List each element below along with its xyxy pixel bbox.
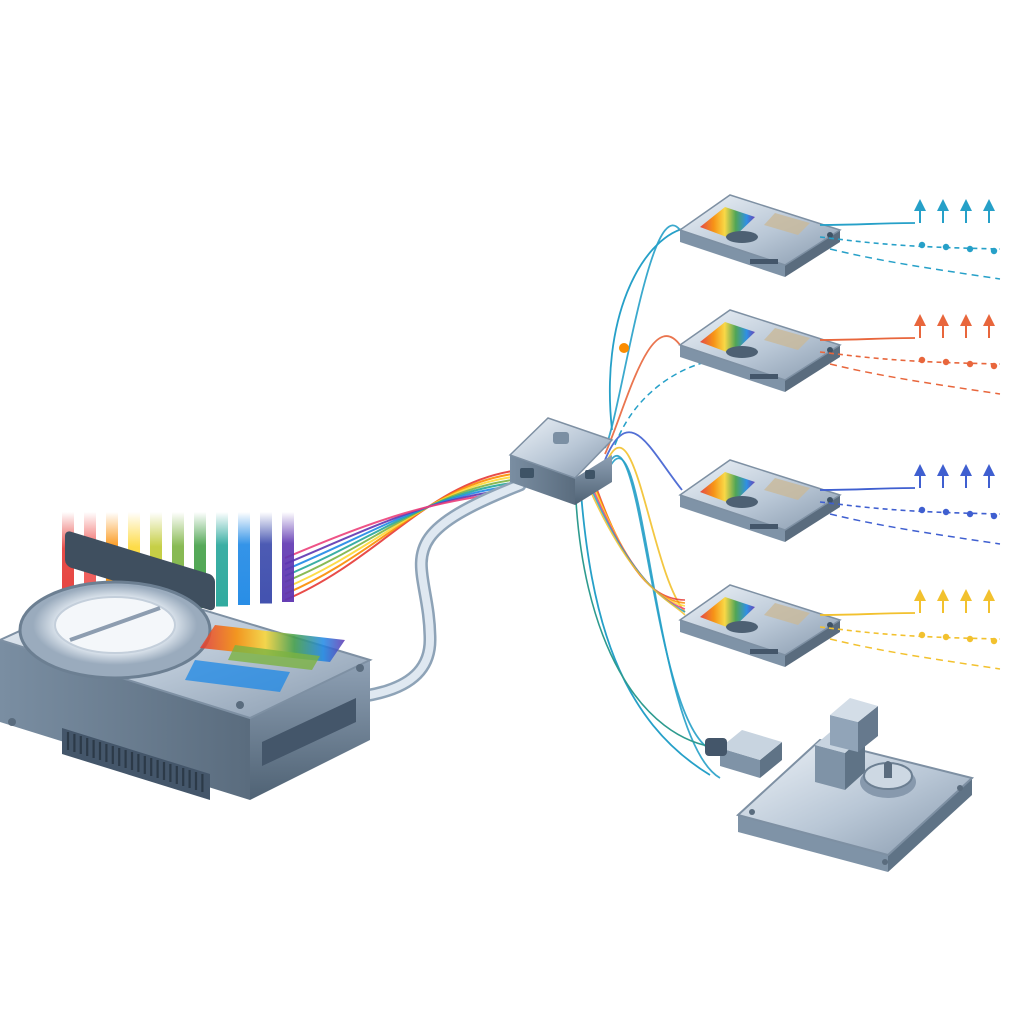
- optical-source-drive-icon: [0, 531, 373, 800]
- receiver-drive-icon: [678, 194, 842, 277]
- vent-grille: [62, 728, 210, 800]
- signal-arrow-icon: [914, 464, 926, 488]
- signal-group-3: [819, 589, 1001, 670]
- signal-group-0: [819, 199, 1001, 280]
- signal-arrow-icon: [983, 464, 995, 488]
- signal-group-1: [819, 314, 1001, 395]
- signal-arrow-icon: [983, 589, 995, 613]
- signal-arrow-icon: [937, 314, 949, 338]
- output-signals: [819, 199, 1001, 670]
- signal-arrow-icon: [914, 199, 926, 223]
- beam-9: [260, 512, 272, 604]
- signal-arrow-icon: [937, 464, 949, 488]
- signal-arrow-icon: [914, 314, 926, 338]
- signal-arrow-icon: [960, 199, 972, 223]
- signal-arrow-icon: [960, 589, 972, 613]
- receiver-array: [678, 194, 842, 667]
- signal-arrow-icon: [960, 314, 972, 338]
- beam-10: [282, 512, 294, 602]
- receiver-drive-icon: [678, 584, 842, 667]
- beam-7: [216, 512, 228, 607]
- signal-arrow-icon: [983, 314, 995, 338]
- output-fiber-bundle: [574, 224, 721, 779]
- splitter-hub-icon: [508, 417, 614, 505]
- signal-arrow-icon: [914, 589, 926, 613]
- signal-arrow-icon: [960, 464, 972, 488]
- base-station-icon: [705, 698, 975, 872]
- receiver-drive-icon: [678, 309, 842, 392]
- receiver-drive-icon: [678, 459, 842, 542]
- beam-8: [238, 512, 250, 605]
- signal-arrow-icon: [937, 199, 949, 223]
- input-fiber-bundle: [284, 469, 521, 601]
- signal-arrow-icon: [983, 199, 995, 223]
- signal-group-2: [819, 464, 1001, 545]
- signal-arrow-icon: [937, 589, 949, 613]
